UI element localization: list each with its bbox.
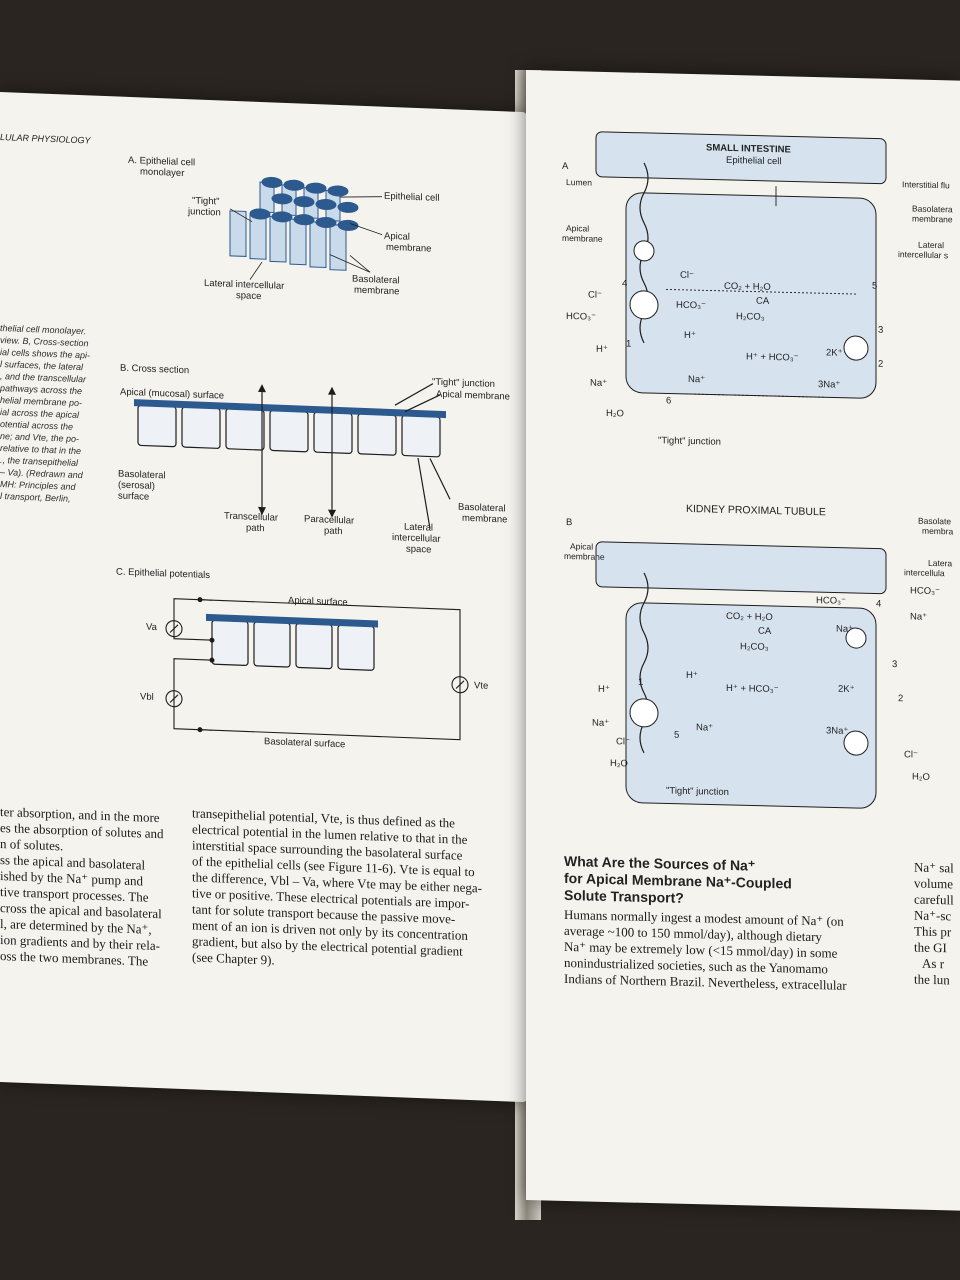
transporter-number-1b: 1 bbox=[638, 676, 644, 688]
edge-line: the lun bbox=[914, 971, 950, 988]
h2o-label: H₂O bbox=[606, 407, 624, 420]
left-page: LULAR PHYSIOLOGY A. Epithelial cell mono… bbox=[0, 92, 528, 1103]
edge-line: Na⁺ sal bbox=[914, 859, 954, 876]
potential-cells bbox=[211, 619, 375, 671]
basolateral-label-rb-2: membra bbox=[922, 525, 954, 537]
panel-b-letter: B bbox=[566, 516, 573, 529]
apical-membrane-label-rb-2: membrane bbox=[564, 550, 605, 562]
caption-line: l transport, Berlin, bbox=[0, 491, 71, 504]
lateral-label-rb-2: intercellula bbox=[904, 567, 945, 579]
apical-membrane-label-ra-2: membrane bbox=[562, 232, 603, 244]
na3-label-b: 3Na⁺ bbox=[826, 725, 849, 737]
transporter-number-5: 5 bbox=[872, 280, 878, 292]
exchanger-1b-icon bbox=[629, 698, 659, 728]
vte-meter-icon bbox=[451, 676, 469, 694]
hco3-label-out: HCO₃⁻ bbox=[566, 310, 596, 323]
va-label: Va bbox=[146, 621, 157, 634]
lumen-label: Lumen bbox=[566, 176, 592, 188]
edge-line: Na⁺-sc bbox=[914, 907, 952, 924]
basolateral-surface-label-3: surface bbox=[118, 490, 150, 503]
lateral-label-ra-2: intercellular s bbox=[898, 249, 949, 261]
h2co3-label-b: H₂CO₃ bbox=[740, 641, 769, 653]
na-label-b-mid: Na⁺ bbox=[836, 623, 854, 635]
co2-label: CO₂ + H₂O bbox=[724, 280, 771, 293]
h-label-in: H⁺ bbox=[684, 329, 696, 342]
na-label-b-apical: Na⁺ bbox=[592, 717, 610, 730]
h-hco3-label: H⁺ + HCO₃⁻ bbox=[746, 351, 799, 364]
vbl-label: Vbl bbox=[140, 691, 154, 703]
transporter-number-3b: 3 bbox=[892, 658, 898, 671]
cell-monolayer-illustration bbox=[229, 176, 359, 271]
transporter-number-4: 4 bbox=[622, 278, 628, 290]
na-label-b-in: Na⁺ bbox=[696, 722, 714, 734]
paracellular-label-2: path bbox=[324, 525, 343, 538]
k2-label: 2K⁺ bbox=[826, 347, 843, 359]
hco3-label-b-in: HCO₃⁻ bbox=[816, 595, 846, 607]
transporter-number-2: 2 bbox=[878, 358, 884, 370]
edge-line: carefull bbox=[914, 891, 954, 908]
panel-a-letter: A bbox=[562, 160, 569, 173]
intestine-cell bbox=[595, 131, 887, 399]
h2o-label-b: H₂O bbox=[610, 758, 628, 770]
cl-hco3-exchanger-icon bbox=[633, 240, 655, 262]
interstitial-label: Interstitial flu bbox=[902, 179, 950, 191]
basolateral-membrane-label-b-2: membrane bbox=[462, 512, 508, 526]
right-page: A SMALL INTESTINE Epithelial cell Lumen … bbox=[526, 70, 960, 1211]
na-label-b-out: Na⁺ bbox=[910, 611, 928, 623]
apical-membrane-band bbox=[134, 399, 446, 419]
small-intestine-title: SMALL INTESTINE bbox=[706, 142, 791, 156]
apical-surface-label-c: Apical surface bbox=[288, 595, 348, 609]
ca-label: CA bbox=[756, 295, 770, 307]
na-k-pump-icon bbox=[843, 335, 869, 361]
epithelial-cell-subtitle: Epithelial cell bbox=[726, 154, 782, 168]
h-hco3-label-b: H⁺ + HCO₃⁻ bbox=[726, 682, 779, 696]
exchanger-1-icon bbox=[629, 290, 659, 320]
cl-label-b-out: Cl⁻ bbox=[904, 749, 918, 761]
text-line: (see Chapter 9). bbox=[192, 949, 275, 968]
tight-junction-label-ra: "Tight" junction bbox=[658, 435, 721, 448]
cl-label-b: Cl⁻ bbox=[616, 736, 630, 748]
section-heading-line: Solute Transport? bbox=[564, 886, 684, 906]
vte-label: Vte bbox=[474, 680, 489, 692]
transport-diagram bbox=[595, 131, 887, 809]
cl-label-in: Cl⁻ bbox=[680, 269, 694, 282]
na-hco3-cotransporter-icon bbox=[845, 627, 867, 649]
edge-line: As r bbox=[922, 955, 945, 972]
transporter-number-3: 3 bbox=[878, 324, 884, 336]
edge-line: volume bbox=[914, 875, 953, 892]
epithelium-diagram bbox=[134, 176, 469, 741]
tight-junction-label-rb: "Tight" junction bbox=[666, 785, 729, 798]
h-label-b-out: H⁺ bbox=[598, 683, 610, 696]
na-label-in: Na⁺ bbox=[688, 373, 706, 386]
lateral-space-label-b-2: intercellular bbox=[392, 532, 441, 545]
na-k-pump-b-icon bbox=[843, 730, 869, 756]
h2o-label-b-out: H₂O bbox=[912, 771, 930, 783]
hco3-label-b-out: HCO₃⁻ bbox=[910, 585, 940, 598]
h-label-out: H⁺ bbox=[596, 343, 608, 356]
transporter-number-5b: 5 bbox=[674, 729, 680, 741]
va-meter-icon bbox=[165, 620, 183, 638]
na-label-out: Na⁺ bbox=[590, 377, 608, 389]
edge-line: This pr bbox=[914, 923, 952, 940]
na3-label: 3Na⁺ bbox=[818, 379, 841, 391]
transporter-number-1: 1 bbox=[626, 338, 632, 350]
transporter-number-6: 6 bbox=[666, 395, 672, 407]
transporter-number-4b: 4 bbox=[876, 598, 882, 610]
ca-label-b: CA bbox=[758, 625, 772, 637]
vbl-meter-icon bbox=[165, 690, 183, 708]
edge-line: the GI bbox=[914, 939, 947, 956]
co2-label-b: CO₂ + H₂O bbox=[726, 610, 773, 624]
basolateral-label-ra-2: membrane bbox=[912, 213, 953, 225]
text-line: n of solutes. bbox=[0, 836, 64, 854]
transcellular-label-2: path bbox=[246, 522, 265, 535]
k2-label-b: 2K⁺ bbox=[838, 683, 855, 696]
tubule-cell bbox=[595, 541, 887, 809]
h2co3-label: H₂CO₃ bbox=[736, 311, 765, 323]
hco3-label-in: HCO₃⁻ bbox=[676, 299, 706, 312]
h-label-b-in: H⁺ bbox=[686, 669, 698, 682]
transporter-number-2b: 2 bbox=[898, 693, 904, 705]
cl-label-out: Cl⁻ bbox=[588, 289, 602, 301]
lateral-space-label-b-3: space bbox=[406, 543, 432, 556]
